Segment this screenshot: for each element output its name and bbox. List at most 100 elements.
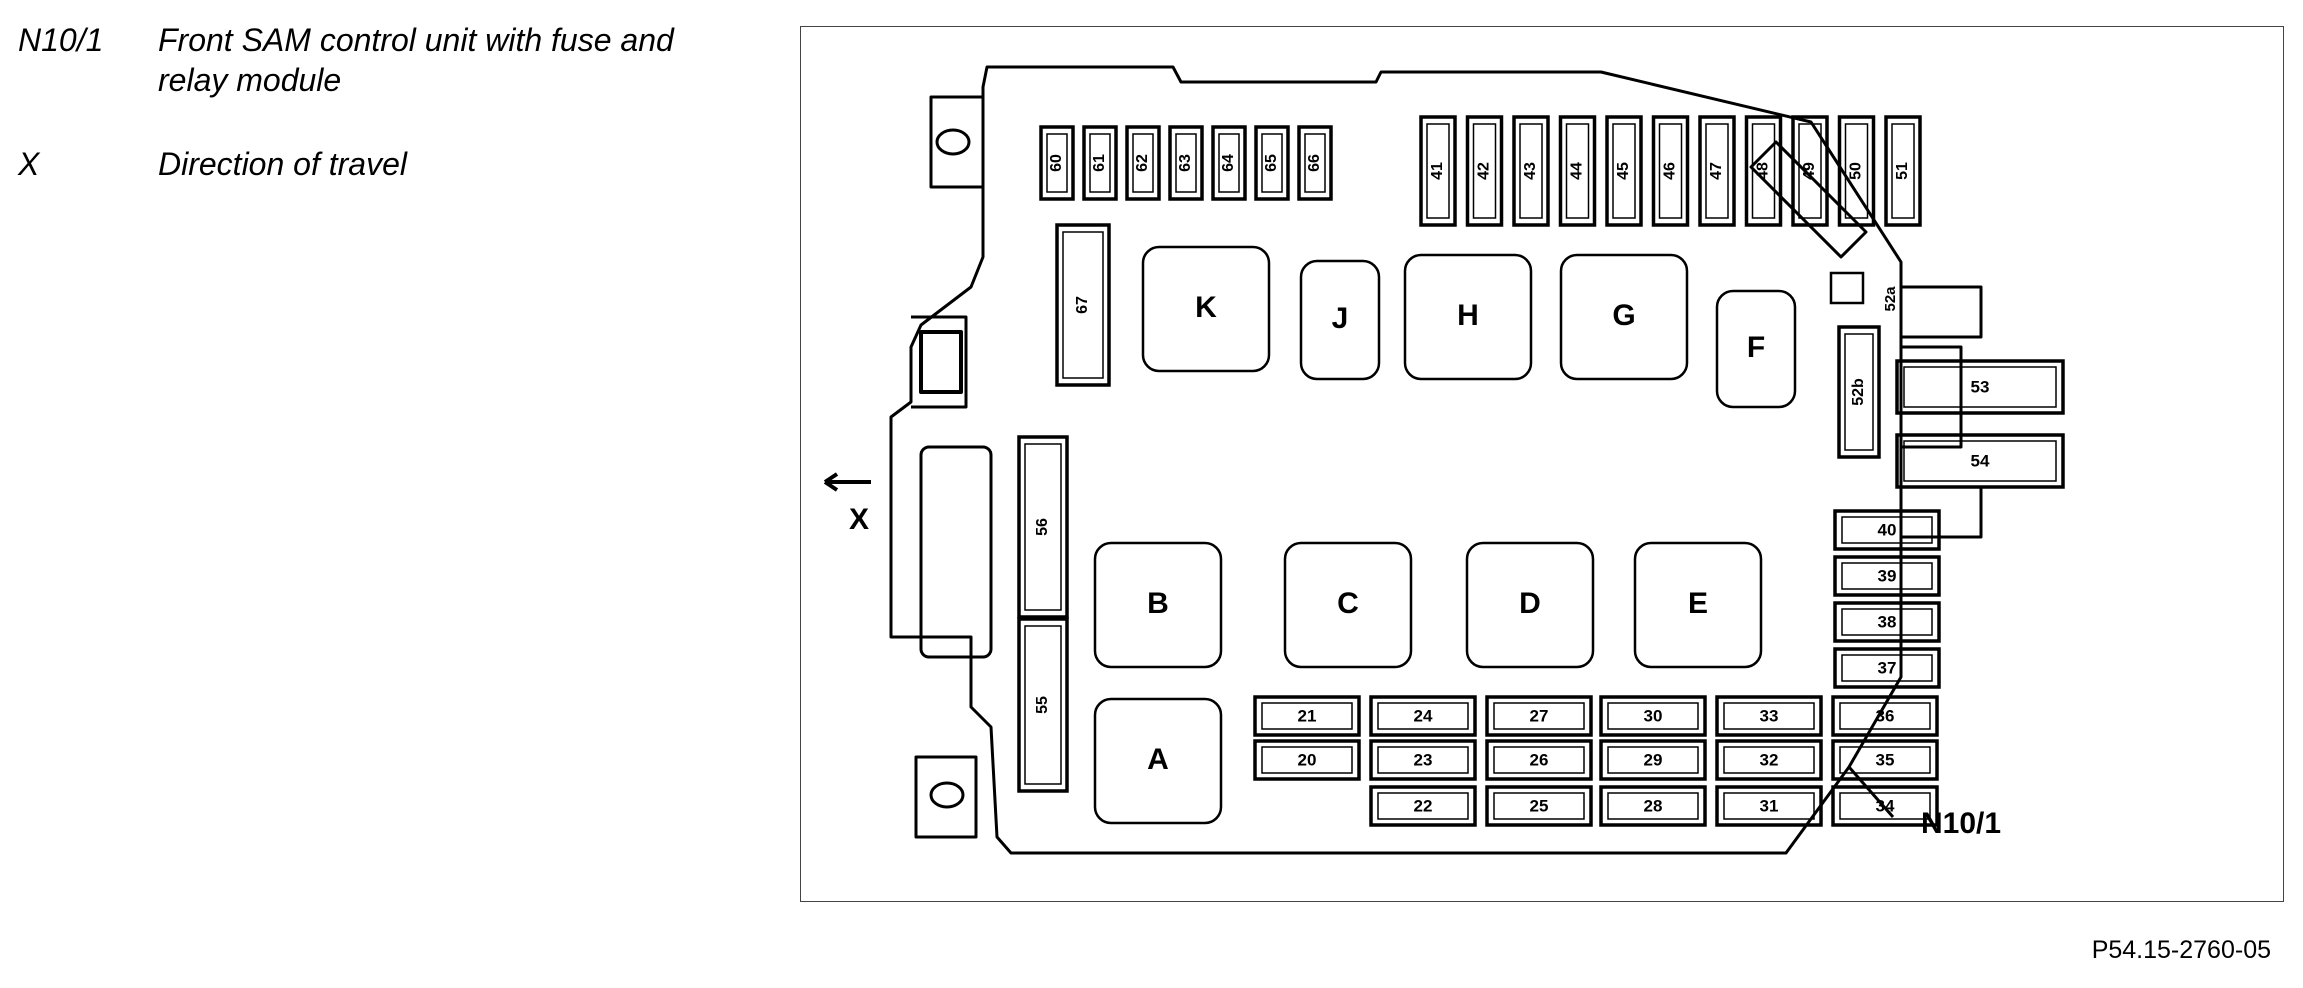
fuse-67-label: 67 [1074,296,1091,314]
fuse-32-label: 32 [1760,750,1779,769]
relay-F-label: F [1747,331,1765,364]
fuse-35-label: 35 [1876,750,1895,769]
fuse-50 [1837,115,1876,227]
fuse-43 [1512,115,1550,227]
fuse-55-label: 55 [1034,696,1051,714]
fuse-31-label: 31 [1760,796,1779,815]
fuse-24-label: 24 [1414,706,1433,725]
fuse-47 [1698,115,1736,227]
fuse-39 [1833,555,1941,597]
right-plug-middle [1901,345,1963,449]
fuse-38-element [1841,608,1933,636]
fuse-27-element [1493,702,1585,730]
fuse-47-label: 47 [1708,162,1725,180]
fuse-50-element [1844,123,1869,219]
fuse-28 [1599,785,1707,827]
fuse-56-label: 56 [1034,518,1051,536]
relay-E-label: E [1688,587,1708,620]
fuse-37-label: 37 [1878,658,1897,677]
right-plug-upper [1901,285,1983,339]
fuse-42-element [1472,123,1497,219]
relay-B-label: B [1147,587,1169,620]
fuse-36-label: 36 [1876,706,1895,725]
fuse-52b-element [1844,333,1874,451]
fuse-44-label: 44 [1569,162,1586,180]
fuse-33 [1715,695,1823,737]
fuse-66-label: 66 [1306,154,1323,172]
relay-D [1465,541,1595,669]
mount-hole-bottom [929,781,965,809]
fuse-52b-label: 52b [1850,378,1867,406]
relay-D-label: D [1519,587,1541,620]
fuse-32 [1715,739,1823,781]
fuse-34-element [1839,792,1931,820]
fuse-45-element [1612,123,1636,219]
fuse-22-label: 22 [1414,796,1433,815]
fuse-21 [1253,695,1361,737]
relay-C-label: C [1337,587,1359,620]
fuse-52b [1837,325,1881,459]
fuse-66 [1297,125,1333,201]
fuse-38 [1833,601,1941,643]
fuse-41-label: 41 [1429,162,1446,180]
fuse-63-element [1175,133,1197,193]
legend: N10/1 Front SAM control unit with fuse a… [18,20,678,228]
fuse-28-element [1607,792,1699,820]
fuse-34 [1831,785,1939,827]
fuse-27-label: 27 [1530,706,1549,725]
fuse-48-label: 48 [1755,162,1772,180]
fuse-33-label: 33 [1760,706,1779,725]
direction-label: X [849,503,869,536]
fuse-56 [1017,435,1069,619]
housing-outline [889,65,1903,855]
fuse-20-element [1261,746,1353,774]
fuse-23-label: 23 [1414,750,1433,769]
fuse-30-label: 30 [1644,706,1663,725]
fuse-61-element [1089,133,1111,193]
fuse-50-label: 50 [1848,162,1865,180]
fuse-41 [1419,115,1457,227]
fuse-63-label: 63 [1177,154,1194,172]
fuse-42-label: 42 [1476,162,1493,180]
mount-hole-top [935,128,971,156]
fuse-44-element [1565,123,1590,219]
legend-code: N10/1 [18,22,104,58]
fuse-52a-label: 52a [1882,286,1899,312]
fuse-26-element [1493,746,1585,774]
fuse-48-element [1751,123,1776,219]
fuse-65-element [1261,133,1283,193]
fuse-31 [1715,785,1823,827]
fuse-65 [1254,125,1290,201]
relay-G-label: G [1612,299,1635,332]
fuse-35 [1831,739,1939,781]
fuse-66-element [1304,133,1326,193]
fuse-51-label: 51 [1894,162,1911,180]
fuse-37 [1833,647,1941,689]
fuse-27 [1485,695,1593,737]
fuse-63 [1168,125,1204,201]
fuse-60 [1039,125,1075,201]
fuse-53 [1895,359,2065,415]
fuse-25-element [1493,792,1585,820]
fuse-64-element [1218,133,1240,193]
fuse-40 [1833,509,1941,551]
fuse-40-element [1841,516,1933,544]
top-left-mount [929,95,985,189]
fuse-46-element [1658,123,1683,219]
fuse-61-label: 61 [1091,154,1108,172]
fuse-52a [1829,271,1865,305]
fuse-22-element [1377,792,1469,820]
fuse-54-label: 54 [1971,451,1990,470]
fuse-29-label: 29 [1644,750,1663,769]
fuse-32-element [1723,746,1815,774]
fuse-49 [1791,115,1829,227]
fuse-23 [1369,739,1477,781]
fuse-23-element [1377,746,1469,774]
fuse-47-element [1705,123,1729,219]
fuse-25 [1485,785,1593,827]
fuse-22 [1369,785,1477,827]
relay-K [1141,245,1271,373]
fuse-26 [1485,739,1593,781]
fuse-49-label: 49 [1801,162,1818,180]
